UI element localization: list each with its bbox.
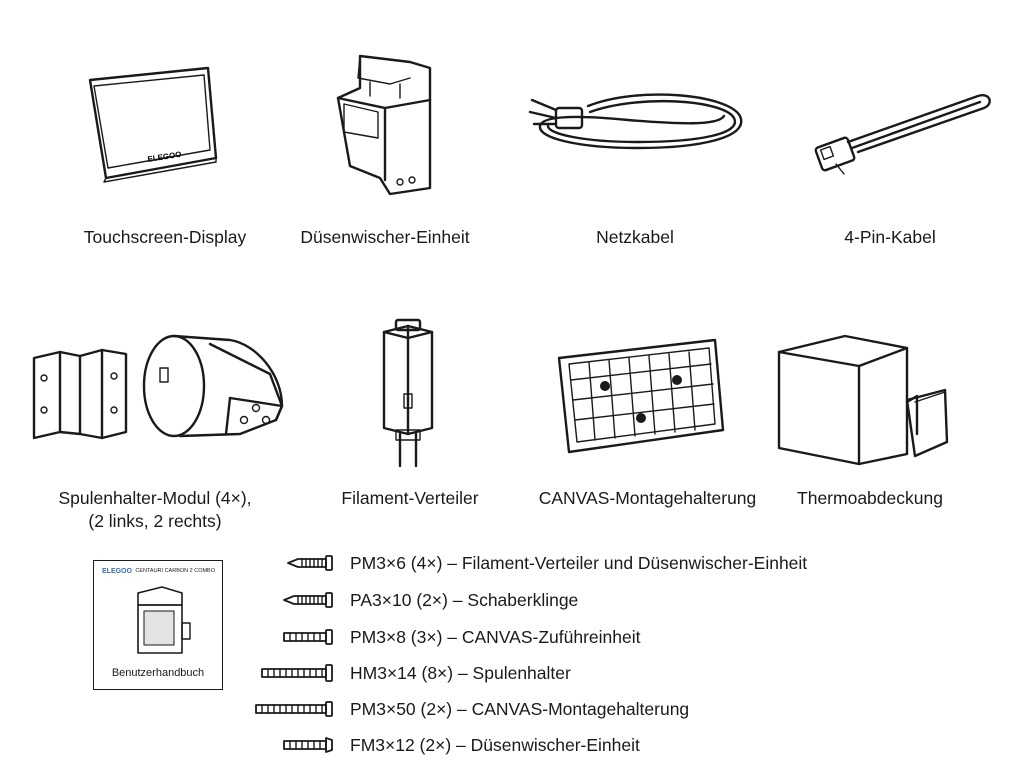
screw-row-pa3x10: PA3×10 (2×) – Schaberklinge <box>250 586 930 616</box>
label-spool-holder-line1: Spulenhalter-Modul (4×), <box>58 488 252 508</box>
screw-text: HM3×14 (8×) – Spulenhalter <box>350 663 571 683</box>
label-spool-holder-line2: (2 links, 2 rechts) <box>88 511 222 531</box>
label-thermal-cover: Thermoabdeckung <box>797 488 943 508</box>
screw-icon <box>261 664 333 682</box>
screw-row-pm3x6: PM3×6 (4×) – Filament-Verteiler und Düse… <box>250 549 930 579</box>
screw-icon <box>255 701 333 717</box>
four-pin-cable-item <box>808 86 998 176</box>
screw-text: PM3×6 (4×) – Filament-Verteiler und Düse… <box>350 553 808 573</box>
four-pin-cable-illustration <box>814 94 991 175</box>
screw-row-fm3x12: FM3×12 (2×) – Düsenwischer-Einheit <box>250 731 930 761</box>
manual-brand: ELEGOO <box>102 568 132 575</box>
manual-title: CENTAURI CARBON 2 COMBO <box>135 568 215 574</box>
nozzle-wiper-item <box>330 48 440 196</box>
label-power-cable: Netzkabel <box>596 227 674 247</box>
power-cable-item <box>528 86 748 161</box>
user-manual: ELEGOO CENTAURI CARBON 2 COMBO Benutzerh… <box>93 560 223 690</box>
spool-holder-illustration <box>32 334 284 440</box>
canvas-bracket-item <box>555 336 727 454</box>
thermal-cover-item <box>775 330 950 466</box>
label-canvas-bracket: CANVAS-Montagehalterung <box>538 488 757 508</box>
nozzle-wiper-illustration <box>336 54 432 196</box>
label-touchscreen-display: Touchscreen-Display <box>83 227 247 247</box>
filament-distributor-illustration <box>382 318 434 468</box>
screw-icon <box>283 737 333 753</box>
touchscreen-brand-text: ELEGOO <box>147 150 182 164</box>
label-four-pin-cable: 4-Pin-Kabel <box>844 227 936 247</box>
power-cable-illustration <box>528 93 743 150</box>
screw-icon <box>283 592 333 608</box>
thermal-cover-illustration <box>777 334 949 466</box>
touchscreen-display-item: ELEGOO <box>80 62 220 183</box>
canvas-bracket-illustration <box>557 338 725 454</box>
screw-text: PM3×8 (3×) – CANVAS-Zuführeinheit <box>350 627 641 647</box>
touchscreen-display-illustration: ELEGOO <box>88 66 218 183</box>
screw-text: FM3×12 (2×) – Düsenwischer-Einheit <box>350 735 640 755</box>
screw-row-pm3x8: PM3×8 (3×) – CANVAS-Zuführeinheit <box>250 623 930 653</box>
screw-row-hm3x14: HM3×14 (8×) – Spulenhalter <box>250 659 930 689</box>
screw-text: PM3×50 (2×) – CANVAS-Montagehalterung <box>350 699 690 719</box>
screw-row-pm3x50: PM3×50 (2×) – CANVAS-Montagehalterung <box>250 695 930 725</box>
label-nozzle-wiper: Düsenwischer-Einheit <box>300 227 470 247</box>
label-filament-distributor: Filament-Verteiler <box>341 488 479 508</box>
screw-text: PA3×10 (2×) – Schaberklinge <box>350 590 579 610</box>
filament-distributor-item <box>378 318 438 468</box>
manual-printer-illustration <box>137 586 191 654</box>
spool-holder-item <box>30 328 300 448</box>
manual-label: Benutzerhandbuch <box>111 667 205 679</box>
screw-icon <box>283 629 333 645</box>
screw-icon <box>287 555 333 571</box>
